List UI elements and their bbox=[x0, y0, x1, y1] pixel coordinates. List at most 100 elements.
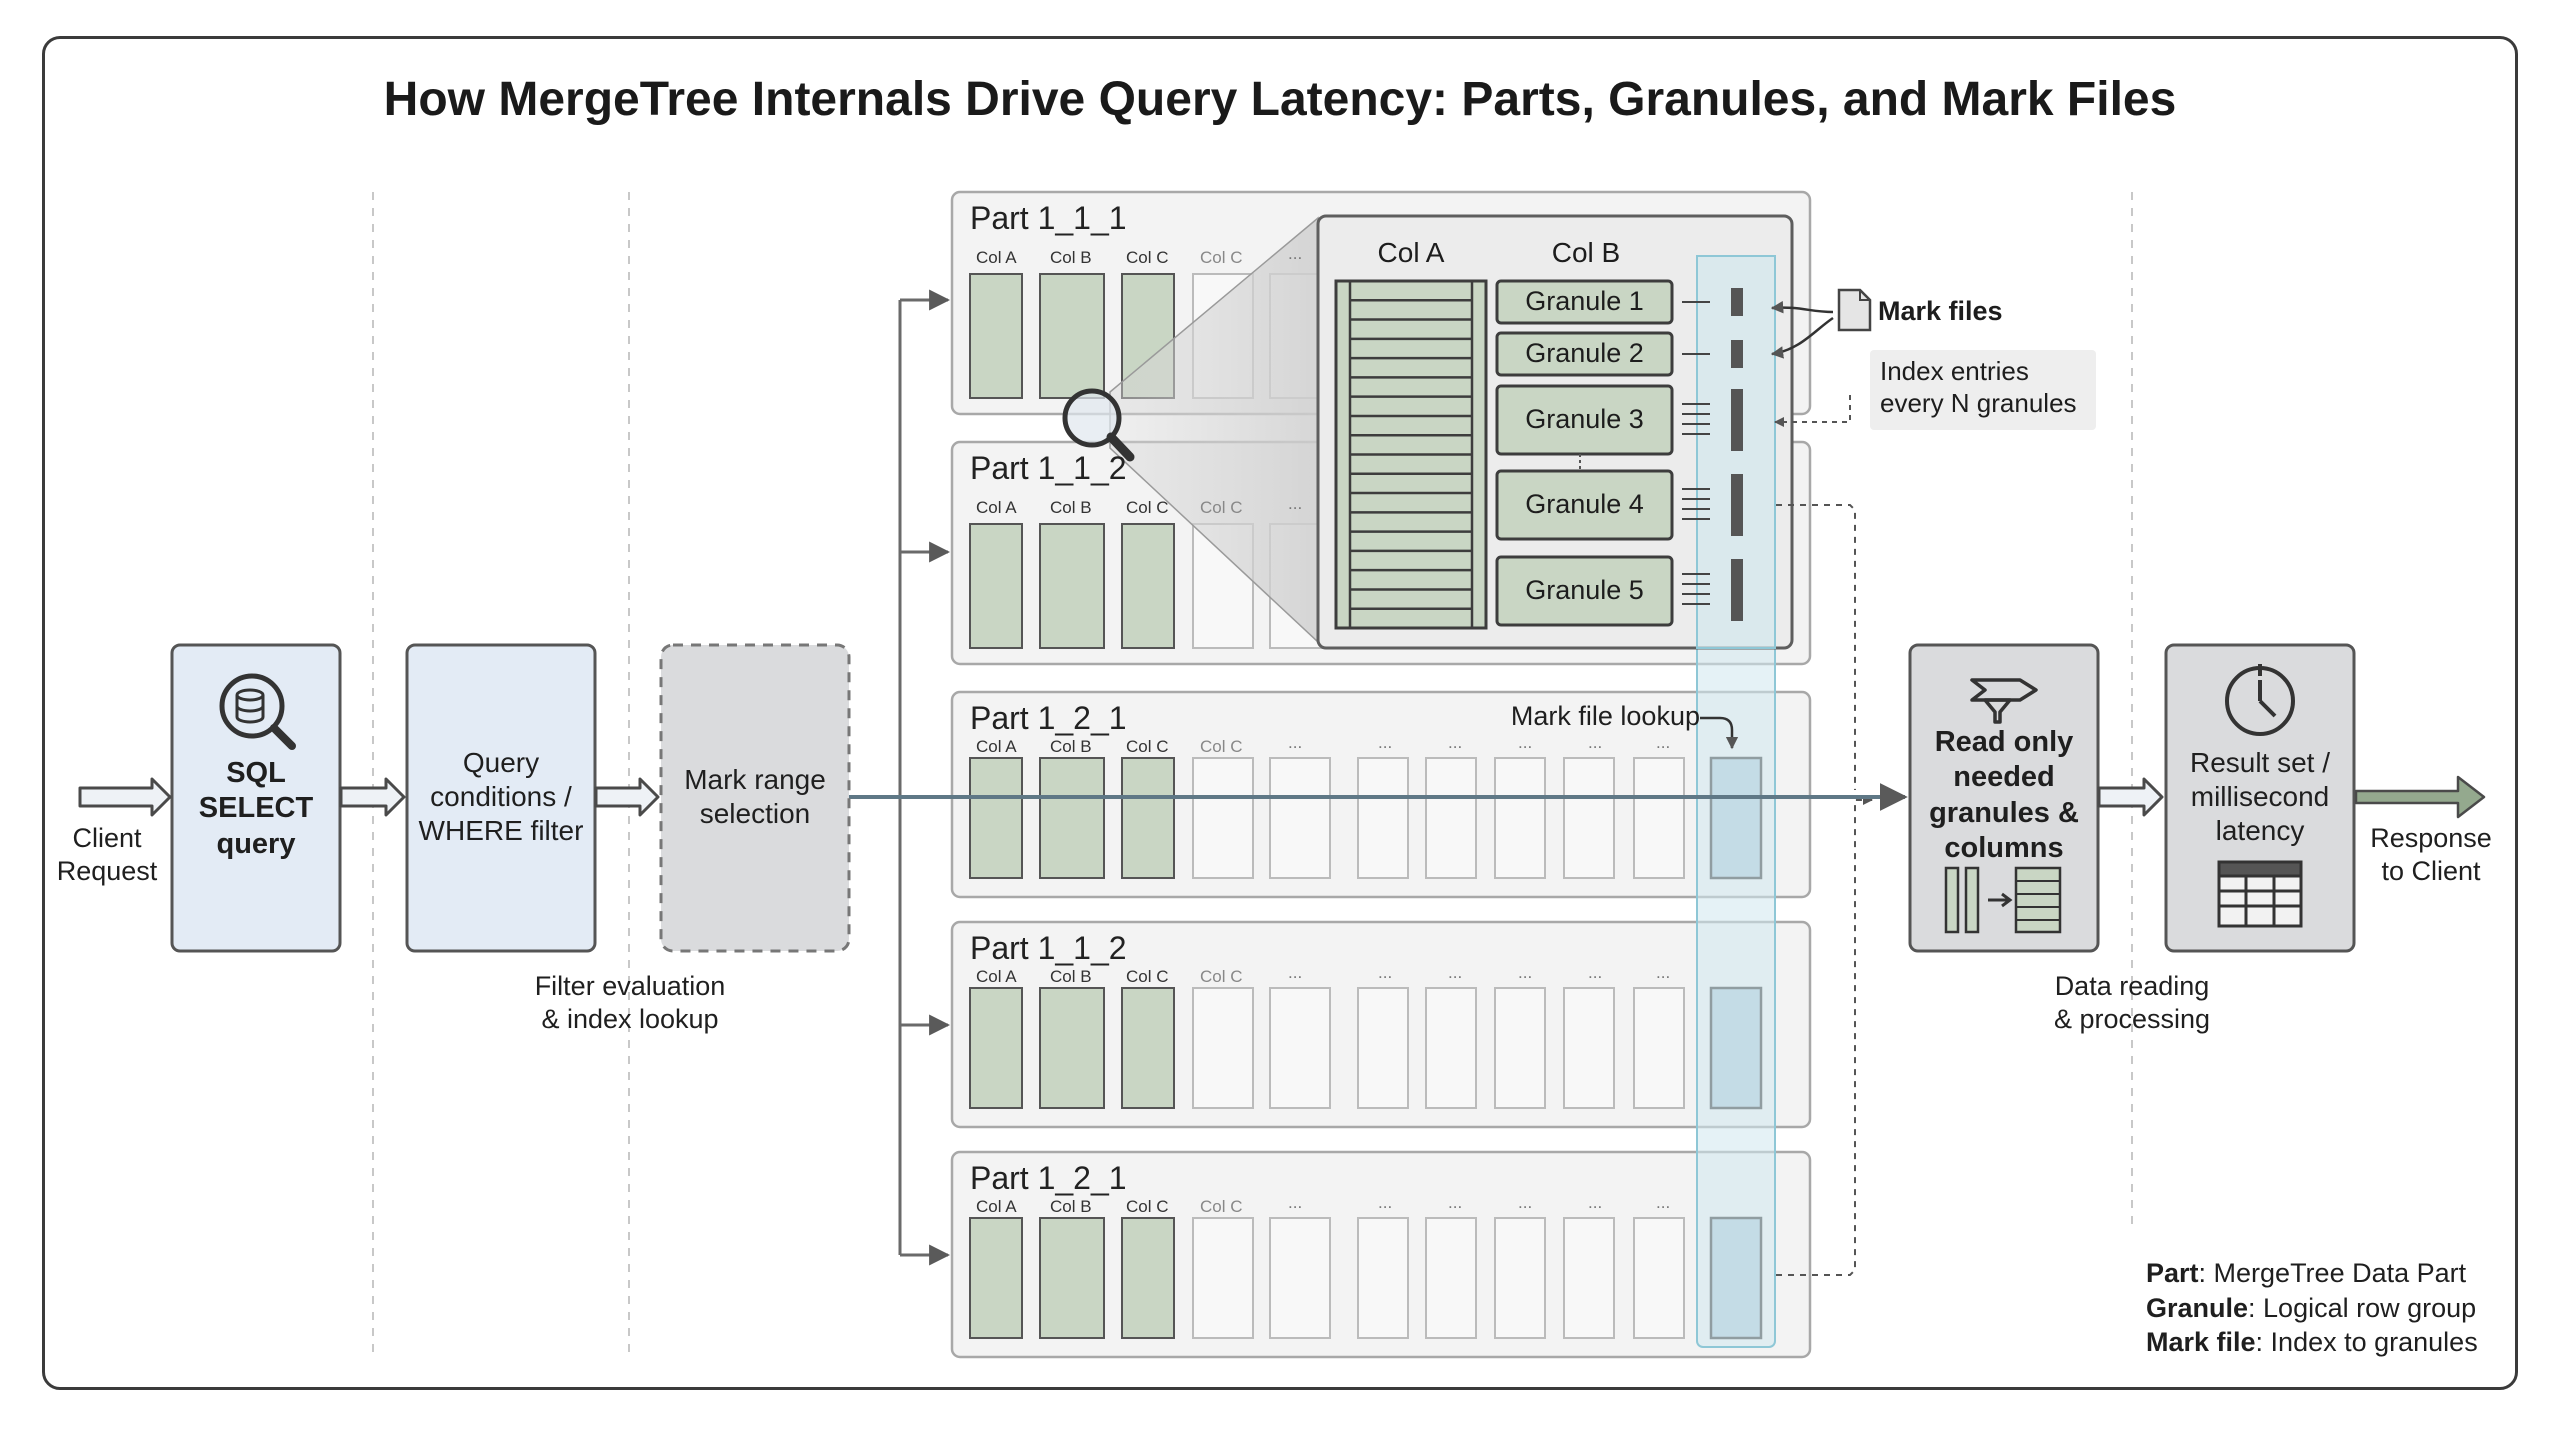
mark-lookup-caption: Mark file lookup bbox=[1510, 701, 1700, 731]
column-ellipsis: ... bbox=[1448, 733, 1463, 752]
granule-label: Granule 3 bbox=[1525, 404, 1644, 434]
faded-column bbox=[1269, 757, 1331, 879]
column-ellipsis: ... bbox=[1656, 963, 1671, 982]
column-ellipsis: ... bbox=[1288, 1193, 1303, 1212]
data-column bbox=[1039, 273, 1105, 399]
flow-arrow bbox=[594, 777, 660, 817]
column-header: Col C bbox=[1126, 967, 1169, 986]
mark-note-bg bbox=[1870, 350, 2096, 430]
mark-dashed-connector bbox=[1776, 795, 1873, 1276]
column-ellipsis: ... bbox=[1288, 733, 1303, 752]
column-header: Col B bbox=[1050, 498, 1092, 517]
result-set-box bbox=[2164, 643, 2356, 953]
column-ellipsis: ... bbox=[1378, 733, 1393, 752]
zoom-col-a-rows bbox=[1348, 281, 1474, 628]
granule-label: Granule 2 bbox=[1525, 338, 1644, 368]
faded-column bbox=[1494, 757, 1546, 879]
column-header: Col C bbox=[1126, 737, 1169, 756]
table-icon bbox=[2217, 860, 2303, 928]
column-header: Col C bbox=[1200, 967, 1243, 986]
filter-eval-caption: Filter evaluation & index lookup bbox=[534, 971, 726, 1034]
database-search-icon bbox=[219, 673, 296, 750]
column-ellipsis: ... bbox=[1288, 494, 1303, 513]
mark-range-box bbox=[659, 643, 851, 953]
granule-box bbox=[1495, 384, 1674, 456]
column-ellipsis: ... bbox=[1288, 963, 1303, 982]
column-ellipsis: ... bbox=[1656, 733, 1671, 752]
column-ellipsis: ... bbox=[1518, 1193, 1533, 1212]
legend-item-part: Part: MergeTree Data Part bbox=[2146, 1258, 2467, 1288]
faded-column bbox=[1494, 1217, 1546, 1339]
faded-column bbox=[1633, 1217, 1685, 1339]
data-column bbox=[1121, 523, 1175, 649]
data-column bbox=[969, 273, 1023, 399]
data-column bbox=[1121, 987, 1175, 1109]
where-filter-label: Query conditions / WHERE filter bbox=[418, 747, 584, 847]
column-ellipsis: ... bbox=[1518, 963, 1533, 982]
column-header: Col A bbox=[976, 248, 1017, 267]
response-label: Response to Client bbox=[2370, 823, 2492, 886]
legend-item-mark-file: Mark file: Index to granules bbox=[2146, 1327, 2478, 1358]
column-ellipsis: ... bbox=[1448, 963, 1463, 982]
flow-arrow bbox=[2097, 777, 2164, 817]
faded-column bbox=[1563, 1217, 1615, 1339]
column-header: Col C bbox=[1126, 1197, 1169, 1216]
mark-entry bbox=[1731, 389, 1743, 451]
mark-entry bbox=[1731, 559, 1743, 621]
faded-column bbox=[1192, 1217, 1254, 1339]
column-ellipsis: ... bbox=[1588, 1193, 1603, 1212]
legend: Part: MergeTree Data Part Granule: Logic… bbox=[2146, 1256, 2478, 1360]
document-icon bbox=[1837, 288, 1872, 332]
column-ellipsis: ... bbox=[1378, 1193, 1393, 1212]
column-ellipsis: ... bbox=[1656, 1193, 1671, 1212]
column-header: Col C bbox=[1200, 248, 1243, 267]
data-column bbox=[969, 1217, 1023, 1339]
client-request-label: Client Request bbox=[56, 823, 158, 886]
faded-column bbox=[1357, 987, 1409, 1109]
data-column bbox=[1039, 987, 1105, 1109]
column-header: Col A bbox=[976, 1197, 1017, 1216]
mark-file-arrow bbox=[1770, 316, 1834, 359]
data-column bbox=[1039, 523, 1105, 649]
part-label: Part 1_1_2 bbox=[970, 450, 1127, 486]
diagram-title: How MergeTree Internals Drive Query Late… bbox=[383, 73, 2177, 126]
faded-column bbox=[1425, 987, 1477, 1109]
column-header: Col C bbox=[1126, 248, 1169, 267]
mark-range-label: Mark range selection bbox=[684, 764, 826, 830]
faded-column bbox=[1633, 757, 1685, 879]
column-header: Col A bbox=[976, 498, 1017, 517]
column-header: Col B bbox=[1050, 737, 1092, 756]
part-label: Part 1_1_1 bbox=[970, 200, 1127, 236]
legend-item-granule: Granule: Logical row group bbox=[2146, 1292, 2477, 1323]
column-ellipsis: ... bbox=[1588, 733, 1603, 752]
granule-label: Granule 1 bbox=[1525, 286, 1644, 316]
flow-arrow bbox=[78, 777, 172, 817]
faded-column bbox=[1425, 1217, 1477, 1339]
column-header: Col B bbox=[1050, 248, 1092, 267]
granule-box bbox=[1495, 279, 1674, 325]
mark-files-label: Mark files bbox=[1878, 296, 2003, 326]
granule-box bbox=[1495, 469, 1674, 541]
faded-column bbox=[1269, 987, 1331, 1109]
mark-file-arrow bbox=[1770, 300, 1834, 314]
faded-column bbox=[1425, 757, 1477, 879]
column-header: Col B bbox=[1050, 1197, 1092, 1216]
response-arrow bbox=[2354, 775, 2486, 819]
columns-to-table-icon bbox=[1944, 866, 2062, 934]
part-label: Part 1_2_1 bbox=[970, 700, 1127, 736]
mark-entry bbox=[1731, 340, 1743, 368]
filter-icon bbox=[1970, 678, 2038, 724]
faded-column bbox=[1269, 1217, 1331, 1339]
faded-column bbox=[1494, 987, 1546, 1109]
flow-arrow bbox=[339, 777, 406, 817]
mark-dashed-connector bbox=[1776, 504, 1856, 790]
part-label: Part 1_2_1 bbox=[970, 1160, 1127, 1196]
granule-box bbox=[1495, 555, 1674, 627]
column-ellipsis: ... bbox=[1588, 963, 1603, 982]
granule-box bbox=[1495, 331, 1674, 377]
part-label: Part 1_1_2 bbox=[970, 930, 1127, 966]
column-header: Col B bbox=[1050, 967, 1092, 986]
zoom-col-a-header: Col A bbox=[1377, 237, 1445, 268]
data-column bbox=[1121, 757, 1175, 879]
